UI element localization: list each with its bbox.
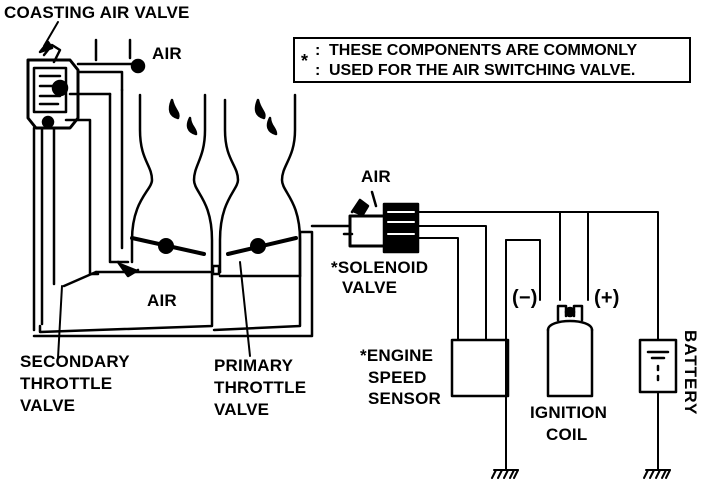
carburetor-venturis (130, 93, 302, 278)
label-secondary-line1: SECONDARY (20, 352, 130, 371)
note-box: * : : THESE COMPONENTS ARE COMMONLY USED… (293, 37, 691, 83)
label-solenoid-line2: VALVE (342, 278, 398, 297)
label-engine-line3: SENSOR (368, 389, 441, 408)
label-coasting-air-valve: COASTING AIR VALVE (4, 3, 190, 22)
label-engine-line2: SPEED (368, 368, 427, 387)
ground-symbols (491, 469, 671, 479)
label-ignition-line1: IGNITION (530, 403, 608, 422)
label-primary-line1: PRIMARY (214, 356, 294, 375)
label-secondary-line2: THROTTLE (20, 374, 113, 393)
label-primary-line2: THROTTLE (214, 378, 307, 397)
coasting-valve-hoses (32, 38, 146, 332)
label-minus: (−) (512, 287, 538, 309)
throttle-plates (130, 236, 298, 256)
label-battery: BATTERY (681, 330, 700, 416)
label-air-solenoid: AIR (361, 167, 391, 186)
wiring (417, 211, 659, 471)
note-asterisk: * (301, 51, 309, 71)
label-secondary-line3: VALVE (20, 396, 76, 415)
note-line-2: USED FOR THE AIR SWITCHING VALVE. (329, 62, 636, 79)
engine-speed-sensor-box (450, 338, 510, 398)
air-passage (32, 230, 314, 338)
label-engine-line1: *ENGINE (360, 346, 434, 365)
battery-symbol (638, 338, 678, 394)
label-leaders (57, 261, 251, 359)
label-plus: (+) (594, 287, 620, 309)
solenoid-valve (310, 190, 420, 254)
label-primary-line3: VALVE (214, 400, 270, 419)
label-ignition-line2: COIL (546, 425, 588, 444)
note-colon: : : (315, 42, 321, 79)
ignition-coil (546, 304, 594, 398)
label-air-bottom: AIR (147, 291, 177, 310)
note-line-1: THESE COMPONENTS ARE COMMONLY (329, 42, 638, 59)
label-solenoid-line1: *SOLENOID (331, 258, 429, 277)
coasting-air-valve-body (26, 21, 80, 130)
label-air-top: AIR (152, 44, 182, 63)
